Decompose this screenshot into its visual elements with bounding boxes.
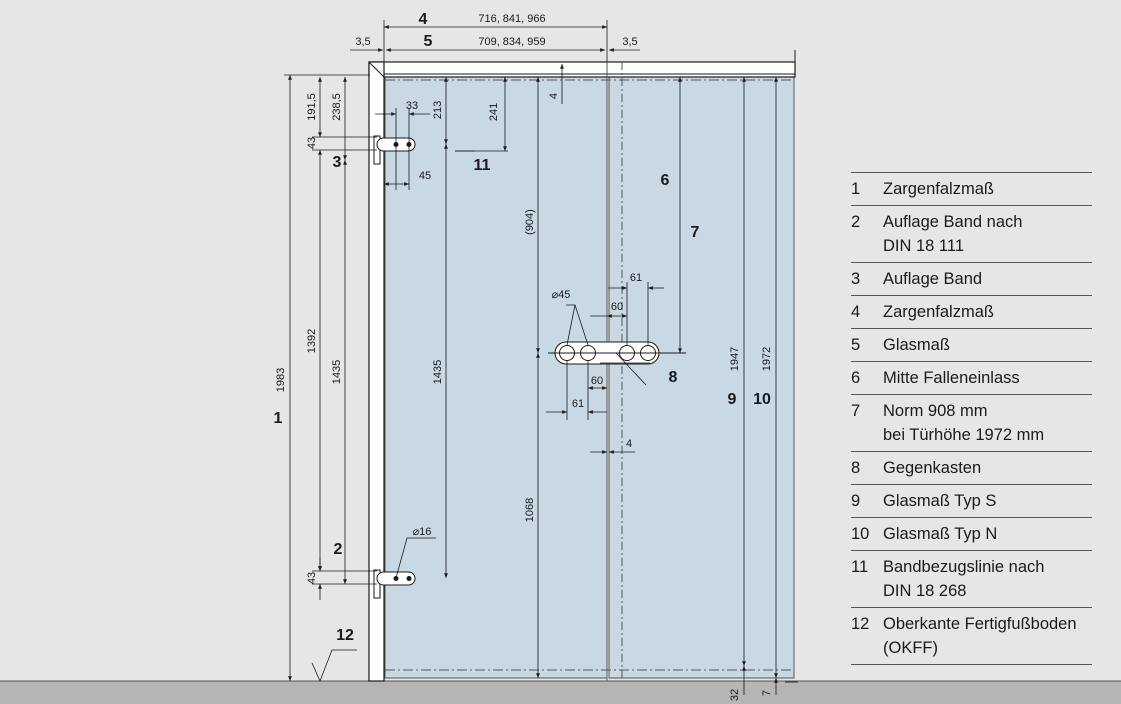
finished-floor — [0, 681, 1121, 704]
frame-head — [368, 61, 796, 78]
dim-1068: 1068 — [524, 498, 536, 522]
dim-diameter-45: ⌀45 — [552, 289, 571, 301]
dim-7-bottom: 7 — [761, 690, 773, 696]
legend-text: Auflage Band — [883, 270, 983, 288]
dimension-lines — [284, 20, 798, 695]
dim-32: 32 — [729, 689, 741, 701]
dim-5-values: 709, 834, 959 — [478, 36, 545, 48]
callout-6: 6 — [661, 172, 670, 189]
dim-60-lower: 60 — [591, 375, 603, 387]
lock-striker — [548, 341, 686, 365]
glass-door-left — [384, 76, 608, 679]
legend-number: 5 — [851, 336, 861, 354]
dim-60-upper: 60 — [611, 301, 623, 313]
dim-43-top: 43 — [306, 137, 318, 149]
callout-8: 8 — [669, 369, 678, 386]
dim-4-mid: 4 — [626, 438, 632, 450]
dim-1435-b: 1435 — [432, 360, 444, 384]
dim-45: 45 — [419, 170, 431, 182]
dim-diameter-16: ⌀16 — [413, 526, 432, 538]
legend-text: Bandbezugslinie nach DIN 18 268 — [883, 558, 1045, 600]
legend-text: Oberkante Fertigfußboden (OKFF) — [883, 615, 1077, 657]
frame-corner — [368, 61, 385, 78]
legend-row: 10 Glasmaß Typ N — [851, 518, 1092, 551]
callout-2: 2 — [334, 541, 343, 558]
dim-904: (904) — [524, 209, 536, 235]
callout-1: 1 — [274, 410, 283, 427]
legend-row: 11 Bandbezugslinie nach DIN 18 268 — [851, 551, 1092, 608]
dim-238: 238,5 — [331, 93, 343, 121]
legend-text: Zargenfalzmaß — [883, 303, 994, 321]
legend-number: 6 — [851, 369, 861, 387]
gap-right: 3,5 — [622, 36, 637, 48]
legend-text: Glasmaß — [883, 336, 950, 354]
dim-5-label: 5 — [424, 33, 433, 50]
callout-7: 7 — [691, 224, 700, 241]
legend-text: Zargenfalzmaß — [883, 180, 994, 198]
dim-213: 213 — [432, 101, 444, 119]
legend-number: 11 — [851, 558, 869, 576]
legend-text: Glasmaß Typ S — [883, 492, 997, 510]
dim-61-upper: 61 — [630, 272, 642, 284]
legend-row: 8 Gegenkasten — [851, 452, 1092, 485]
dim-1947: 1947 — [729, 347, 741, 371]
dim-4-top: 4 — [548, 93, 560, 99]
dimension-labels: 4 716, 841, 966 5 709, 834, 959 3,5 3,5 … — [274, 11, 773, 701]
dim-1972: 1972 — [761, 347, 773, 371]
callout-10: 10 — [753, 391, 771, 408]
legend-number: 12 — [851, 615, 870, 633]
dim-1983: 1983 — [275, 368, 287, 392]
legend-text: Auflage Band nach DIN 18 111 — [883, 213, 1023, 255]
callout-12: 12 — [336, 627, 354, 644]
legend-row: 3 Auflage Band — [851, 263, 1092, 296]
legend-text: Gegenkasten — [883, 459, 982, 477]
legend-row: 2 Auflage Band nach DIN 18 111 — [851, 206, 1092, 263]
dim-1392: 1392 — [306, 329, 318, 353]
dim-4-label: 4 — [419, 11, 428, 28]
legend-row: 12 Oberkante Fertigfußboden (OKFF) — [851, 608, 1092, 665]
legend-number: 4 — [851, 303, 861, 321]
dim-4-values: 716, 841, 966 — [478, 13, 545, 25]
callout-3: 3 — [333, 154, 342, 171]
legend-row: 5 Glasmaß — [851, 329, 1092, 362]
legend-text: Mitte Falleneinlass — [883, 369, 1020, 387]
frame-jamb-left — [368, 61, 385, 682]
dim-61-lower: 61 — [572, 398, 584, 410]
legend-number: 7 — [851, 402, 861, 420]
legend-number: 10 — [851, 525, 870, 543]
legend-row: 4 Zargenfalzmaß — [851, 296, 1092, 329]
legend-number: 2 — [851, 213, 861, 231]
dim-33: 33 — [406, 100, 418, 112]
gap-left: 3,5 — [355, 36, 370, 48]
legend-number: 9 — [851, 492, 861, 510]
legend-text: Glasmaß Typ N — [883, 525, 998, 543]
legend-text: Norm 908 mm bei Türhöhe 1972 mm — [883, 402, 1045, 444]
legend-number: 8 — [851, 459, 861, 477]
legend-number: 3 — [851, 270, 861, 288]
legend-number: 1 — [851, 180, 861, 198]
glass-door-right — [608, 76, 795, 679]
dim-191: 191,5 — [306, 93, 318, 121]
dim-43-bottom: 43 — [306, 572, 318, 584]
legend-row: 1 Zargenfalzmaß — [851, 173, 1092, 206]
legend-row: 6 Mitte Falleneinlass — [851, 362, 1092, 395]
legend-row: 9 Glasmaß Typ S — [851, 485, 1092, 518]
dim-1435-a: 1435 — [331, 360, 343, 384]
dim-241: 241 — [488, 103, 500, 121]
callout-11: 11 — [474, 157, 491, 174]
callout-9: 9 — [728, 391, 737, 408]
legend-row: 7 Norm 908 mm bei Türhöhe 1972 mm — [851, 395, 1092, 452]
